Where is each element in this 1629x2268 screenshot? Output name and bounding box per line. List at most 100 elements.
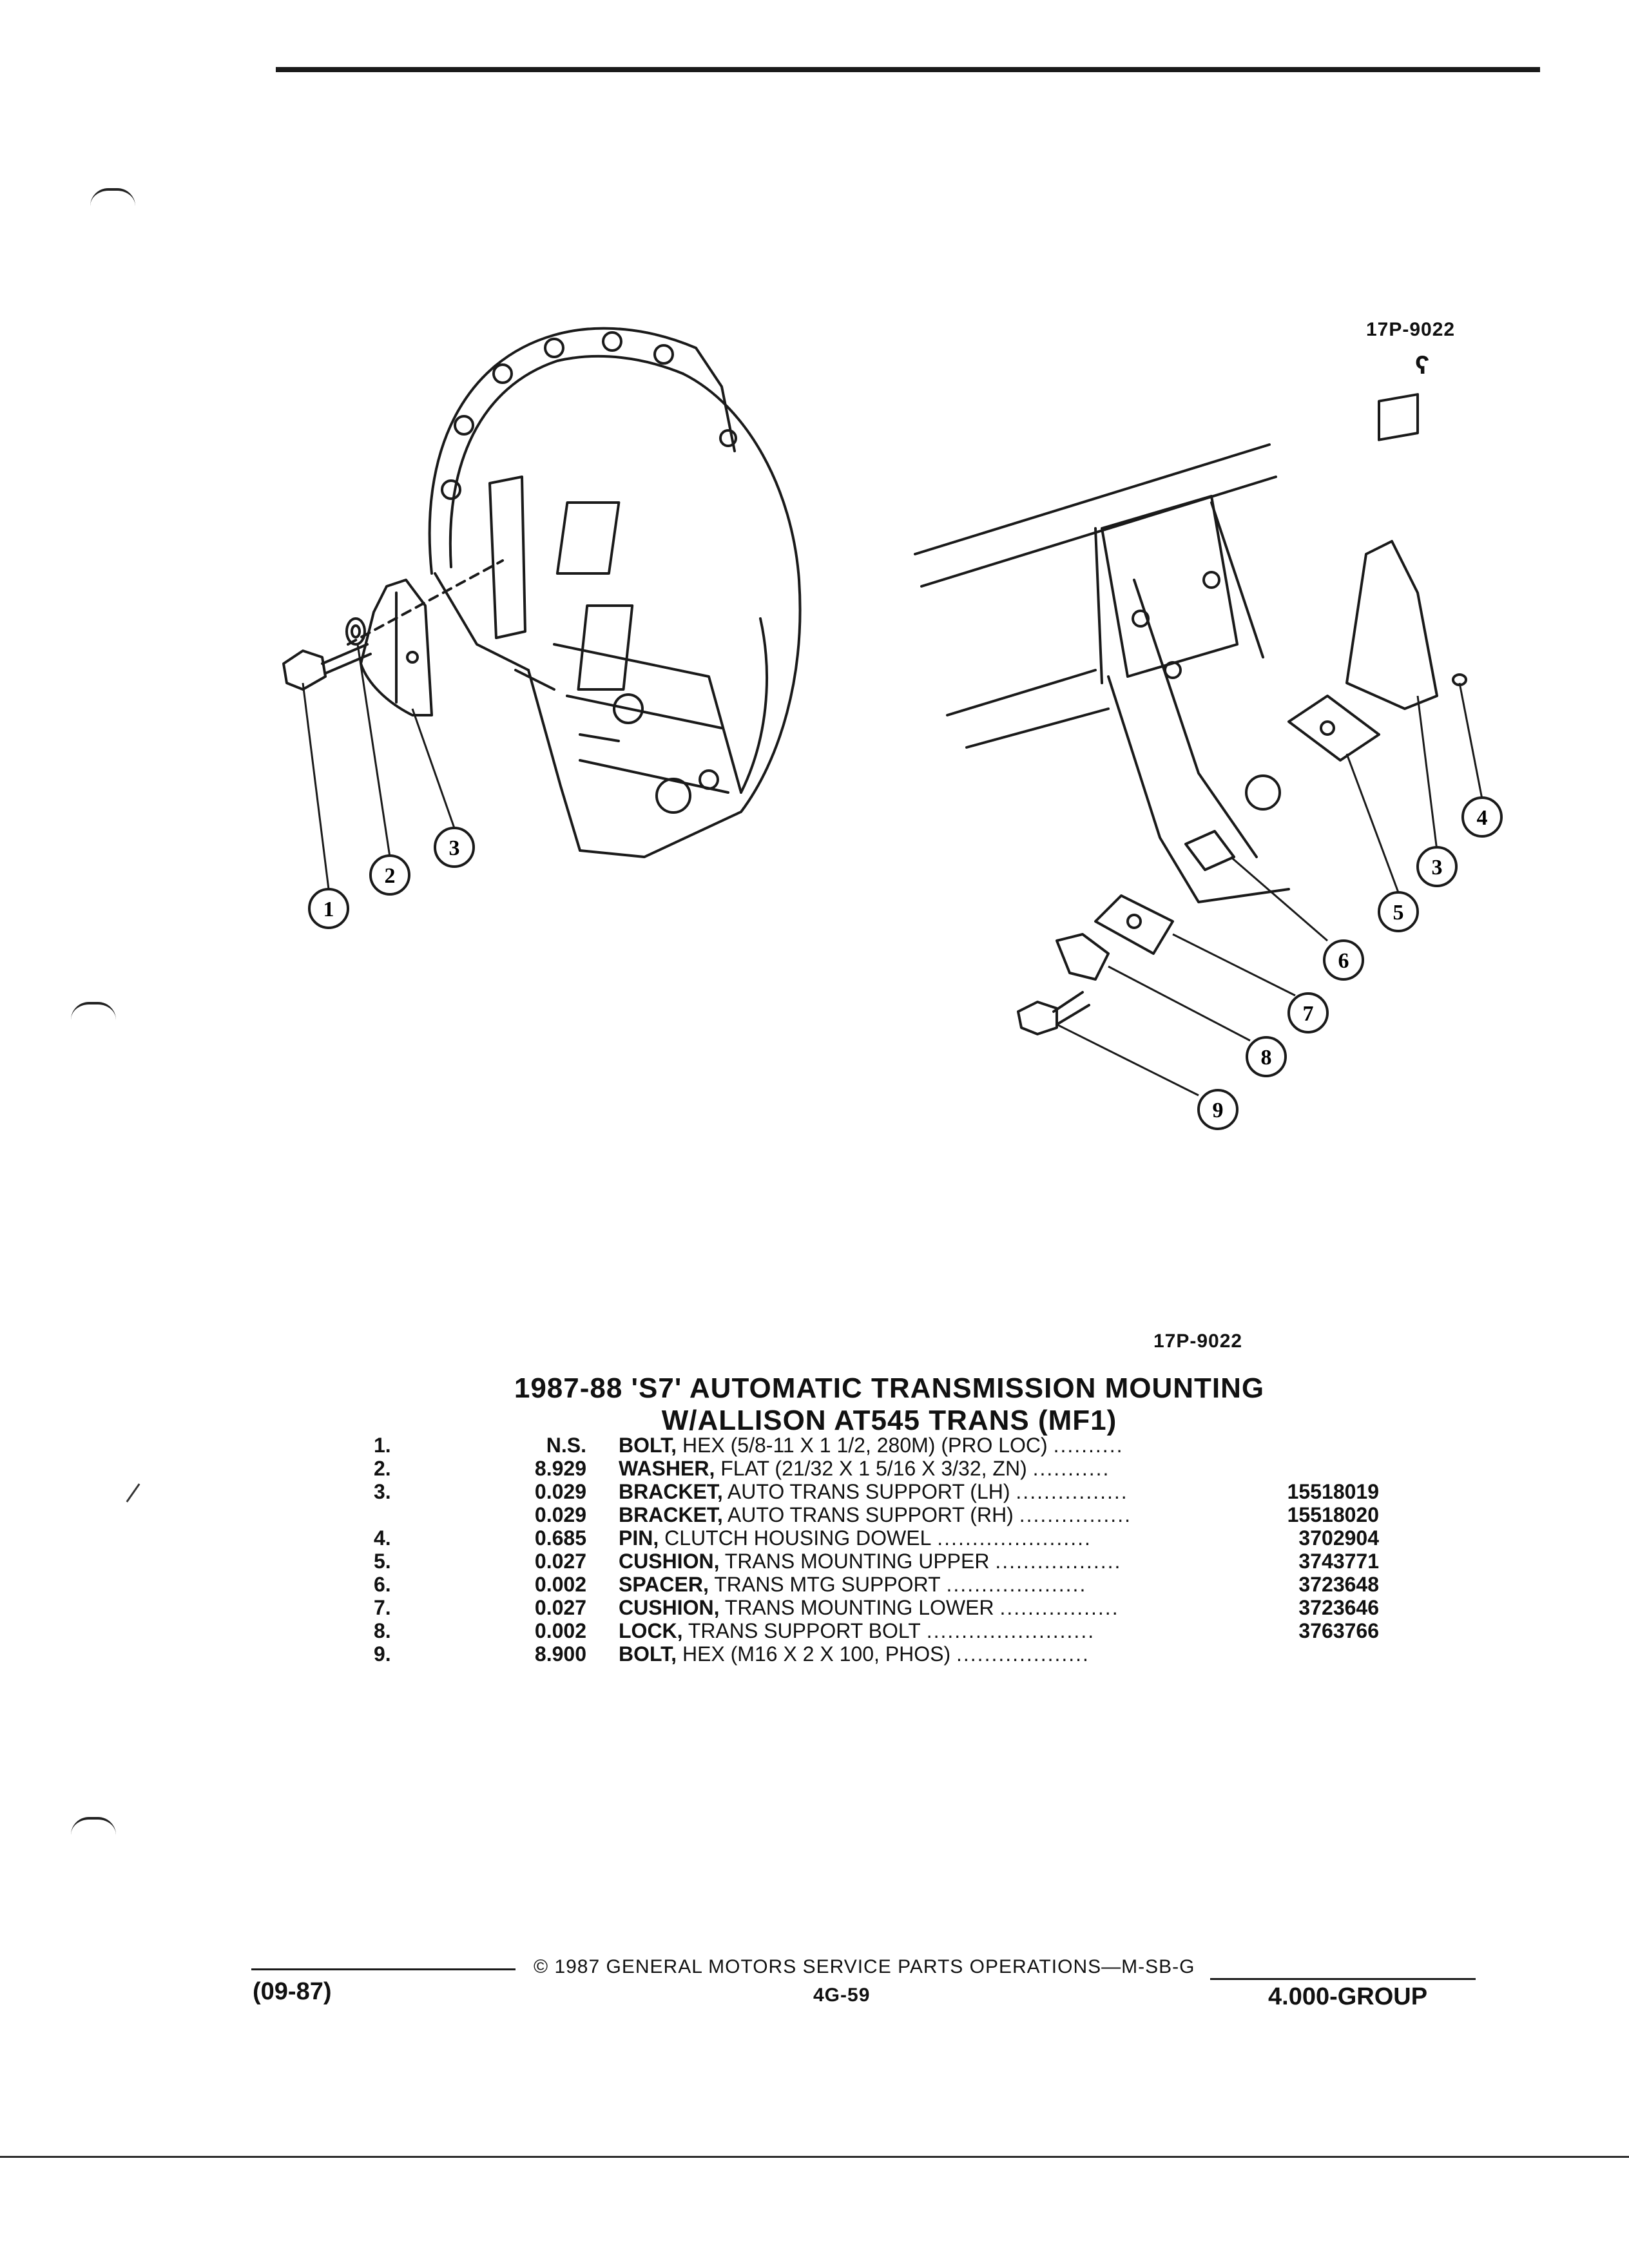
part-detail: HEX (5/8-11 X 1 1/2, 280M) (PRO LOC) [677, 1434, 1048, 1457]
item-number [361, 1503, 503, 1526]
callout-7: 7 [1287, 992, 1329, 1033]
part-number: 3763766 [1298, 1619, 1379, 1642]
part-number: 3723648 [1298, 1573, 1379, 1596]
part-description: SPACER, TRANS MTG SUPPORT ..............… [619, 1573, 1263, 1596]
footer-page-number: 4G-59 [813, 1984, 871, 2006]
part-name: BOLT, [619, 1434, 677, 1457]
figure-code-bottom: 17P-9022 [1153, 1331, 1243, 1352]
callout-label: 6 [1338, 949, 1349, 973]
leader-dots: ................ [1019, 1503, 1132, 1526]
part-description: CUSHION, TRANS MOUNTING LOWER ..........… [619, 1596, 1263, 1619]
punch-hole-mark [71, 1002, 116, 1020]
stray-mark [126, 1483, 140, 1503]
item-number: 7. [374, 1596, 391, 1619]
section-title-line1: 1987-88 'S7' AUTOMATIC TRANSMISSION MOUN… [514, 1372, 1265, 1404]
footer-rule-right [1210, 1978, 1476, 1980]
part-name: BOLT, [619, 1642, 677, 1666]
leader-dots: ........................ [926, 1619, 1095, 1642]
usage-code: 8.929 [534, 1457, 586, 1480]
part-number: 15518019 [1287, 1480, 1379, 1503]
usage-code: 0.002 [534, 1573, 586, 1596]
gm-parts-logo: ʕ [1415, 351, 1430, 380]
parts-row: 9. 8.900 BOLT, HEX (M16 X 2 X 100, PHOS) .… [361, 1642, 1379, 1666]
usage-code: 0.029 [534, 1503, 586, 1526]
figure-code-top: 17P-9022 [1366, 319, 1456, 340]
usage-code: 8.900 [534, 1642, 586, 1666]
part-number [1263, 1457, 1379, 1480]
leader-dots: ................. [999, 1596, 1119, 1619]
callout-group: 1 2 3 3 4 5 6 7 8 9 [308, 796, 1503, 1130]
part-detail: TRANS MOUNTING UPPER [719, 1550, 990, 1573]
part-description: CUSHION, TRANS MOUNTING UPPER ..........… [619, 1550, 1263, 1573]
parts-row: 3. 0.029 BRACKET, AUTO TRANS SUPPORT (LH) … [361, 1480, 1379, 1503]
callout-2: 2 [369, 854, 410, 896]
part-number: 15518020 [1287, 1503, 1379, 1526]
part-description: PIN, CLUTCH HOUSING DOWEL ..............… [619, 1526, 1263, 1550]
parts-row: 2. 8.929 WASHER, FLAT (21/32 X 1 5/16 X 3/… [361, 1457, 1379, 1480]
part-detail: TRANS MTG SUPPORT [708, 1573, 941, 1596]
part-name: LOCK, [619, 1619, 683, 1642]
part-name: CUSHION, [619, 1596, 720, 1619]
callout-3-right: 3 [1416, 846, 1458, 887]
section-title-line2: W/ALLISON AT545 TRANS (MF1) [661, 1405, 1117, 1436]
bottom-rule [0, 2156, 1629, 2158]
part-detail: FLAT (21/32 X 1 5/16 X 3/32, ZN) [715, 1457, 1027, 1480]
leader-lines [302, 644, 1483, 1097]
part-name: BRACKET, [619, 1503, 723, 1526]
item-number: 8. [374, 1619, 391, 1642]
parts-row: 6. 0.002 SPACER, TRANS MTG SUPPORT .......… [361, 1573, 1379, 1596]
part-detail: CLUTCH HOUSING DOWEL [659, 1526, 932, 1550]
part-number: 3743771 [1298, 1550, 1379, 1573]
parts-list: 1. N.S. BOLT, HEX (5/8-11 X 1 1/2, 280M) (… [361, 1434, 1379, 1666]
item-number: 1. [374, 1434, 391, 1457]
leader-dots: .......... [1053, 1434, 1124, 1457]
item-number: 6. [374, 1573, 391, 1596]
callout-3-left: 3 [434, 827, 475, 868]
part-detail: HEX (M16 X 2 X 100, PHOS) [677, 1642, 951, 1666]
footer-date: (09-87) [253, 1978, 332, 2005]
transmission-drawing [282, 327, 1467, 1035]
footer-group: 4.000-GROUP [1268, 1983, 1428, 2010]
usage-code: N.S. [546, 1434, 586, 1457]
callout-label: 2 [385, 864, 396, 888]
callout-1: 1 [308, 888, 349, 929]
leader-dots: ........... [1032, 1457, 1110, 1480]
callout-4: 4 [1461, 796, 1503, 838]
part-description: WASHER, FLAT (21/32 X 1 5/16 X 3/32, ZN)… [619, 1457, 1263, 1480]
callout-9: 9 [1197, 1089, 1239, 1130]
callout-label: 4 [1477, 806, 1488, 830]
part-name: PIN, [619, 1526, 659, 1550]
parts-row: 0.029 BRACKET, AUTO TRANS SUPPORT (RH) ..… [361, 1503, 1379, 1526]
part-description: BRACKET, AUTO TRANS SUPPORT (RH) .......… [619, 1503, 1263, 1526]
callout-6: 6 [1323, 939, 1364, 981]
part-detail: TRANS SUPPORT BOLT [682, 1619, 921, 1642]
callout-label: 3 [1432, 856, 1443, 879]
leader-dots: ................... [956, 1642, 1090, 1666]
leader-dots: .................. [995, 1550, 1122, 1573]
callout-label: 3 [449, 836, 460, 860]
usage-code: 0.029 [534, 1480, 586, 1503]
exploded-parts-diagram: 1 2 3 3 4 5 6 7 8 9 [282, 327, 1503, 1130]
parts-row: 1. N.S. BOLT, HEX (5/8-11 X 1 1/2, 280M) (… [361, 1434, 1379, 1457]
part-number: 3723646 [1298, 1596, 1379, 1619]
callout-label: 8 [1261, 1046, 1272, 1070]
part-description: BRACKET, AUTO TRANS SUPPORT (LH) .......… [619, 1480, 1263, 1503]
item-number: 2. [374, 1457, 391, 1480]
part-name: BRACKET, [619, 1480, 723, 1503]
part-name: SPACER, [619, 1573, 709, 1596]
usage-code: 0.027 [534, 1596, 586, 1619]
part-detail: AUTO TRANS SUPPORT (LH) [722, 1480, 1010, 1503]
leader-dots: .................... [946, 1573, 1087, 1596]
item-number: 3. [374, 1480, 391, 1503]
item-number: 4. [374, 1526, 391, 1550]
parts-row: 7. 0.027 CUSHION, TRANS MOUNTING LOWER ...… [361, 1596, 1379, 1619]
callout-label: 1 [323, 898, 334, 921]
part-number: 3702904 [1298, 1526, 1379, 1550]
callout-label: 7 [1303, 1002, 1314, 1026]
part-description: BOLT, HEX (5/8-11 X 1 1/2, 280M) (PRO LO… [619, 1434, 1263, 1457]
item-number: 9. [374, 1642, 391, 1666]
item-number: 5. [374, 1550, 391, 1573]
part-description: LOCK, TRANS SUPPORT BOLT ...............… [619, 1619, 1263, 1642]
